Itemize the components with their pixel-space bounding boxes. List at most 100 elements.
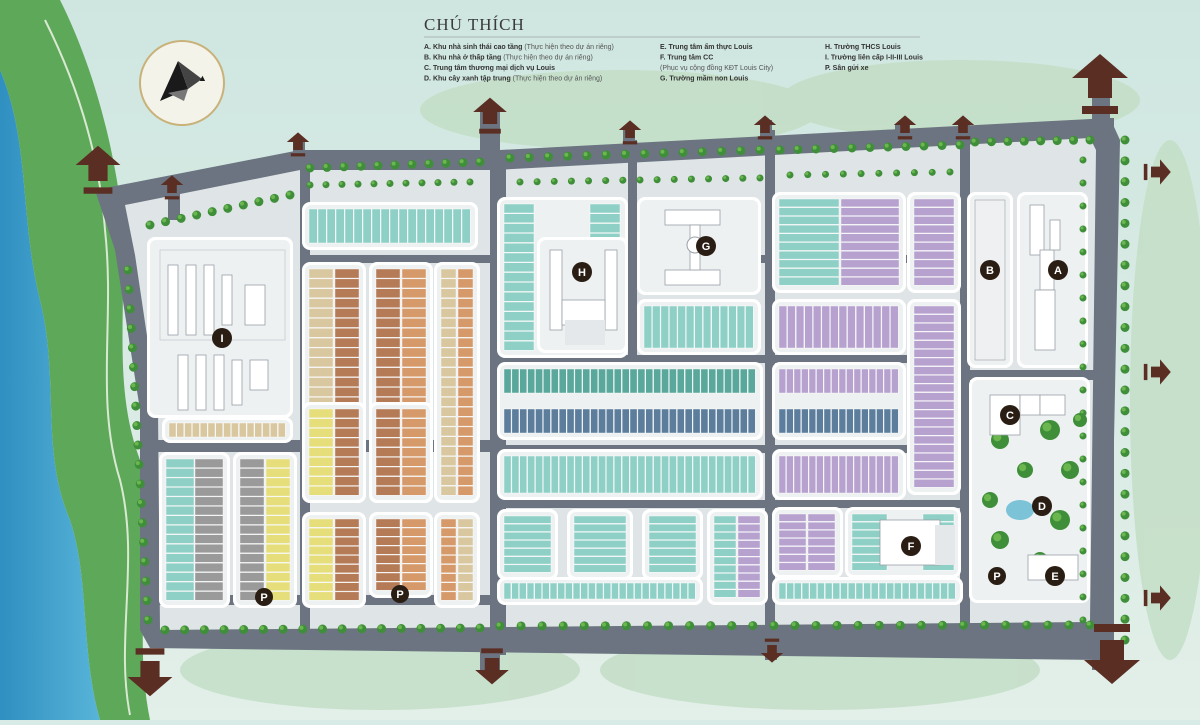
legend-item-col2-0-label: E. Trung tâm ẩm thực Louis (660, 43, 753, 51)
building (1019, 394, 1041, 416)
marker-g[interactable]: G (696, 236, 716, 256)
lot (778, 513, 807, 522)
marker-f[interactable]: F (901, 536, 921, 556)
tree-icon (516, 178, 524, 186)
lot (401, 268, 427, 279)
lot (932, 582, 941, 600)
tree-icon (1079, 179, 1087, 187)
lot (457, 387, 474, 397)
lot (830, 305, 839, 349)
lot (457, 367, 474, 377)
lot (503, 455, 512, 494)
marker-d[interactable]: D (1032, 496, 1052, 516)
tree-icon (1120, 573, 1130, 582)
lot (948, 582, 956, 600)
lot (440, 416, 457, 427)
marker-i[interactable]: I (212, 328, 232, 348)
lot (688, 582, 696, 600)
lot (440, 527, 457, 537)
lot (440, 476, 457, 486)
lot (519, 582, 527, 600)
lot (657, 582, 665, 600)
lot (503, 408, 512, 434)
marker-p[interactable]: P (255, 588, 273, 606)
lot (846, 408, 854, 434)
tree-icon (739, 174, 747, 182)
marker-a[interactable]: A (1048, 260, 1068, 280)
lot (401, 572, 427, 582)
lot (334, 387, 360, 397)
lot (457, 397, 474, 407)
marker-c[interactable]: C (1000, 405, 1020, 425)
compass-rose-icon: ▲ (139, 40, 225, 126)
legend-item-col2-1: F. Trung tâm CC (660, 55, 713, 62)
lot (883, 408, 891, 434)
lot (913, 242, 955, 251)
lot (503, 233, 535, 243)
lot (375, 536, 401, 546)
lot (308, 537, 334, 546)
marker-p[interactable]: P (988, 567, 1006, 585)
lot (308, 518, 334, 528)
tree-icon (567, 177, 575, 185)
lot (308, 555, 334, 564)
lot (913, 198, 955, 208)
lot (503, 341, 535, 351)
lot (855, 582, 864, 600)
lot (375, 377, 401, 387)
lot (846, 368, 854, 394)
block-23 (567, 509, 633, 580)
lot (672, 582, 681, 600)
tree-icon (659, 148, 669, 158)
lot (838, 305, 847, 349)
lot (913, 444, 955, 453)
tree-icon (516, 621, 526, 631)
lot (334, 298, 360, 308)
lot (165, 468, 195, 478)
lot (308, 308, 334, 318)
lot (375, 554, 401, 564)
lot (913, 479, 955, 488)
block-5 (369, 402, 433, 503)
marker-e[interactable]: E (1045, 566, 1065, 586)
lot (457, 518, 474, 528)
svg-text:▲: ▲ (198, 73, 207, 83)
lot (589, 213, 621, 224)
marker-a-disc (1048, 260, 1068, 280)
lot (876, 368, 884, 394)
marker-p[interactable]: P (391, 585, 409, 603)
lot (194, 515, 224, 525)
tree-icon (390, 160, 400, 170)
lot (194, 468, 224, 478)
lot (434, 208, 444, 244)
lot (686, 305, 695, 349)
tree-icon (1079, 202, 1087, 210)
building (1039, 394, 1066, 416)
building (549, 249, 563, 331)
lot (308, 437, 334, 448)
marker-h[interactable]: H (572, 262, 592, 282)
lot (589, 203, 621, 214)
marker-p-label: P (396, 589, 403, 601)
tree-icon (1017, 462, 1033, 478)
lot (778, 233, 840, 242)
entrance-arrow-icon (475, 648, 509, 685)
lot (503, 272, 535, 282)
lot (629, 368, 638, 394)
lot (308, 278, 334, 289)
lot (653, 368, 661, 394)
legend-title: CHÚ THÍCH (424, 15, 525, 34)
marker-b[interactable]: B (980, 260, 1000, 280)
tree-icon (1120, 489, 1130, 499)
lot (794, 582, 802, 600)
lot (793, 368, 801, 394)
marker-i-label: I (220, 333, 223, 345)
lot (645, 368, 654, 394)
lot (239, 572, 265, 582)
lot (239, 544, 265, 554)
lot (864, 305, 873, 349)
lot (334, 367, 360, 377)
lot (716, 408, 724, 434)
lot (778, 455, 786, 494)
lot (401, 518, 427, 528)
